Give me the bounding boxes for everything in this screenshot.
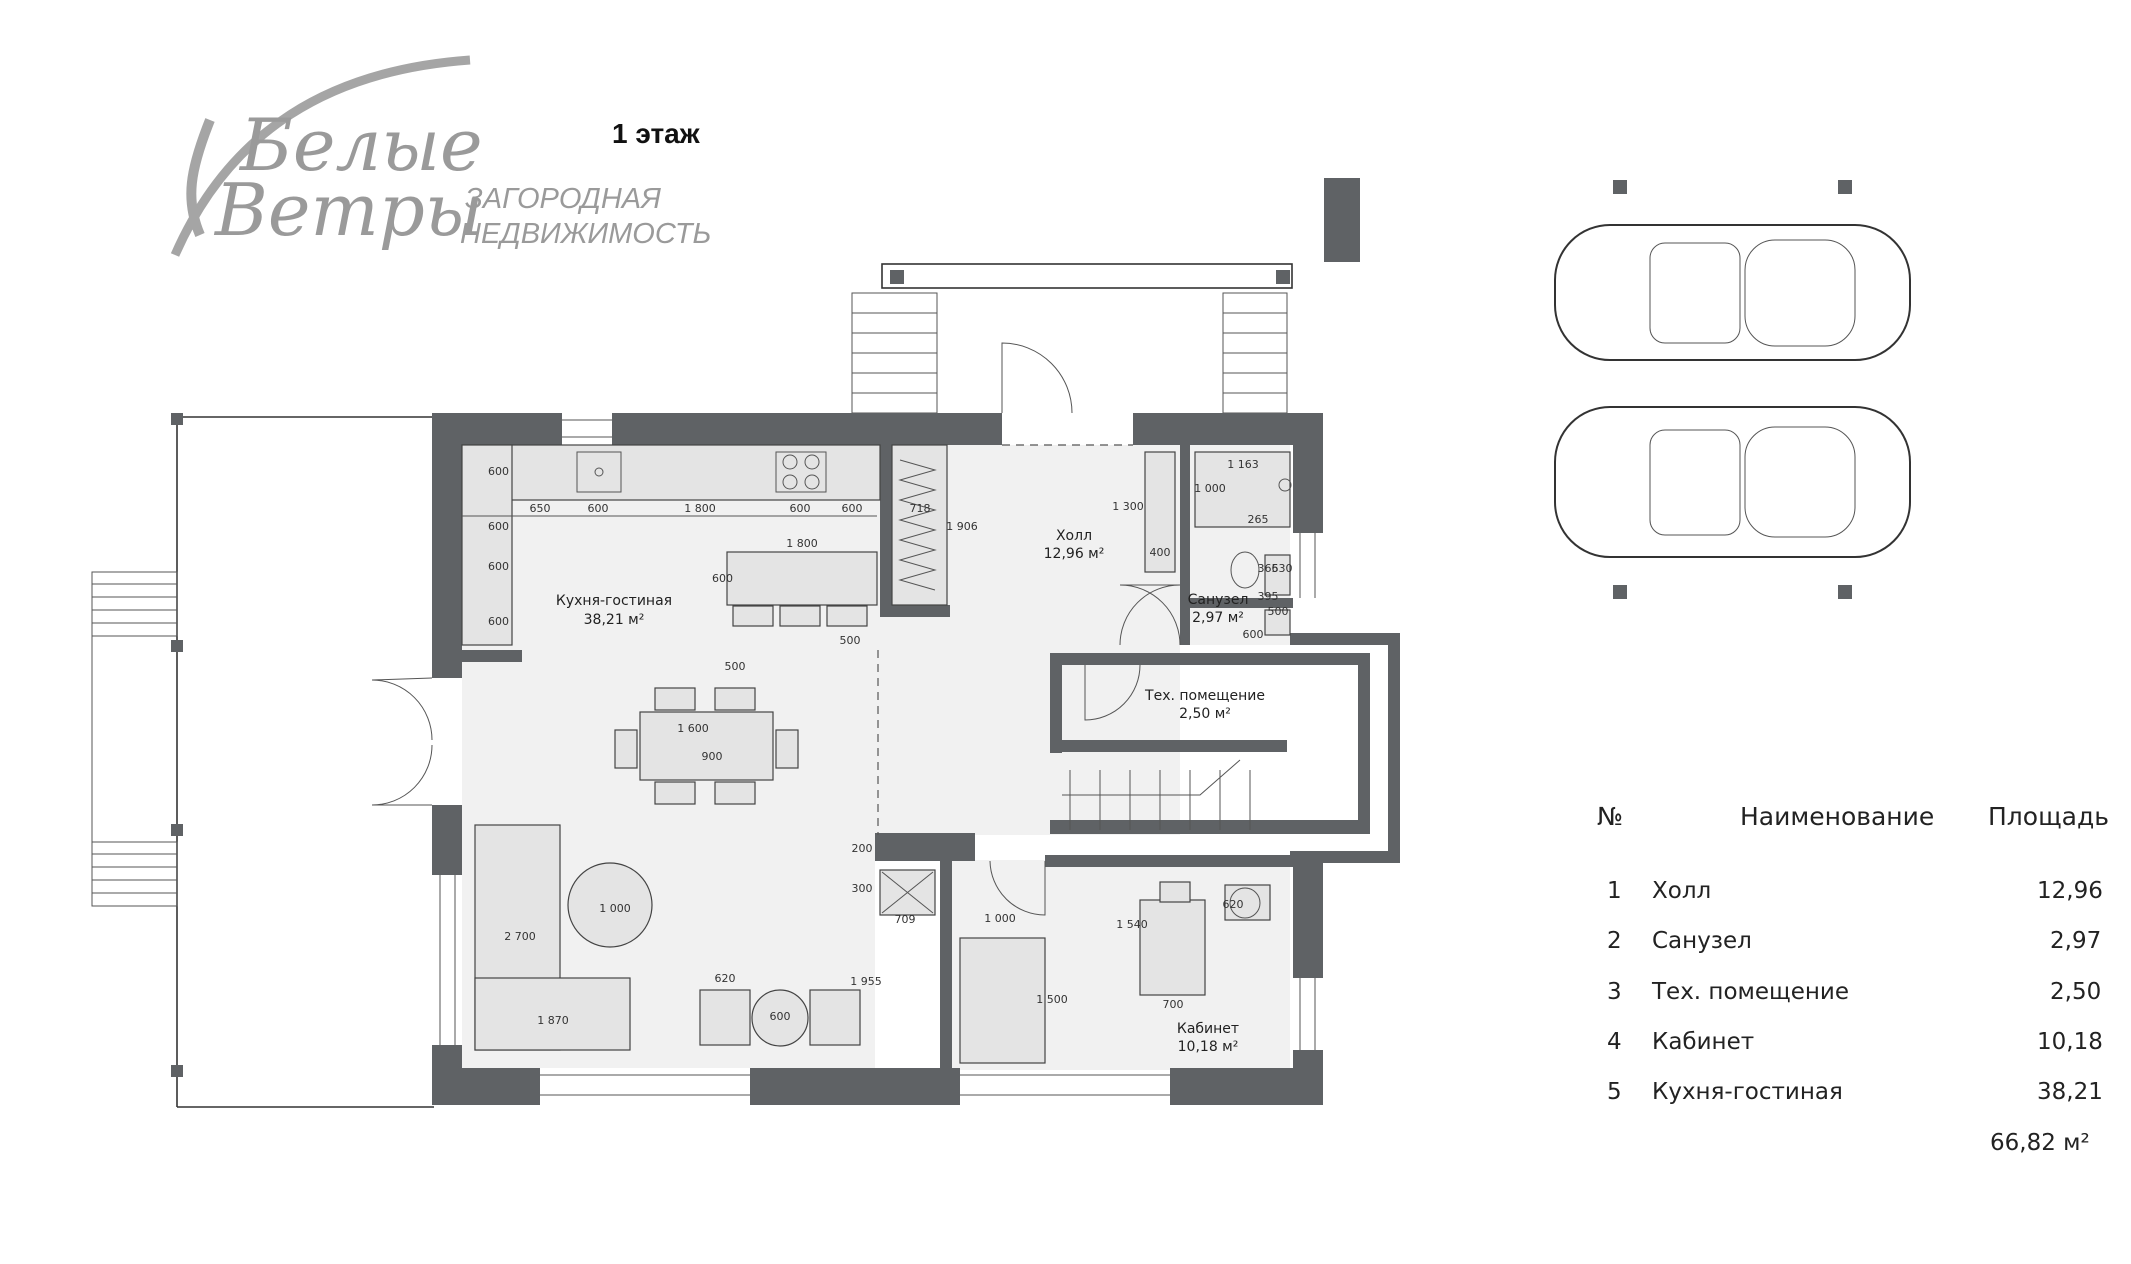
dim: 300 [852, 882, 873, 895]
dim: 1 163 [1227, 458, 1259, 471]
dim: 1 540 [1116, 918, 1148, 931]
dim: 630 [1272, 562, 1293, 575]
living-furniture [474, 824, 861, 1051]
dim: 1 800 [786, 537, 818, 550]
room-labels: Кухня-гостиная 38,21 м² Холл 12,96 м² Са… [556, 528, 1265, 1055]
room-area-bathroom: 2,97 м² [1192, 610, 1244, 626]
dim: 600 [588, 502, 609, 515]
dim: 500 [1268, 605, 1289, 618]
dim: 900 [702, 750, 723, 763]
dim: 200 [852, 842, 873, 855]
table-row-num: 1 [1607, 878, 1622, 904]
table-row-area: 10,18 [2037, 1029, 2103, 1055]
dim: 1 955 [850, 975, 882, 988]
dining-set [614, 687, 799, 805]
logo-script-line1: Белые [238, 103, 483, 187]
car-top-view [1554, 406, 1911, 558]
dim: 600 [770, 1010, 791, 1023]
room-name-bathroom: Санузел [1188, 592, 1249, 608]
logo-tagline-line2: НЕДВИЖИМОСТЬ [460, 218, 711, 250]
kitchen-furniture [461, 444, 881, 646]
terrace [91, 413, 434, 1108]
table-total: 66,82 м² [1990, 1130, 2090, 1156]
dim: 600 [488, 465, 509, 478]
dim: 265 [1248, 513, 1269, 526]
dim: 709 [895, 913, 916, 926]
dim: 500 [725, 660, 746, 673]
table-row-name: Санузел [1652, 928, 1752, 954]
dim: 718 [910, 502, 931, 515]
table-row-area: 2,97 [2050, 928, 2101, 954]
dim: 700 [1163, 998, 1184, 1011]
table-row-name: Кухня-гостиная [1652, 1079, 1843, 1105]
main-staircase [1062, 759, 1251, 830]
table-row-num: 5 [1607, 1079, 1622, 1105]
table-row-num: 2 [1607, 928, 1622, 954]
dim: 620 [1223, 898, 1244, 911]
dim: 1 300 [1112, 500, 1144, 513]
room-area-hall: 12,96 м² [1044, 546, 1105, 562]
hall-wardrobe [891, 444, 1181, 646]
entrance-porch [851, 178, 1360, 414]
room-name-office: Кабинет [1177, 1021, 1239, 1037]
table-row-name: Холл [1652, 878, 1711, 904]
dim: 2 700 [504, 930, 536, 943]
table-header-name: Наименование [1740, 802, 1934, 831]
dim: 600 [712, 572, 733, 585]
dim: 650 [530, 502, 551, 515]
parking-cars [1554, 180, 1911, 599]
dim: 395 [1258, 590, 1279, 603]
company-logo: Белые Ветры ЗАГОРОДНАЯ НЕДВИЖИМОСТЬ [170, 55, 711, 257]
dim: 1 000 [984, 912, 1016, 925]
room-name-tech: Тех. помещение [1144, 688, 1265, 704]
dim: 600 [488, 520, 509, 533]
dim: 1 800 [684, 502, 716, 515]
dim: 600 [488, 615, 509, 628]
dim: 365 [1258, 562, 1279, 575]
dim: 1 600 [677, 722, 709, 735]
storage-corridor [879, 869, 936, 916]
table-row-name: Тех. помещение [1651, 979, 1849, 1005]
windows [439, 419, 1316, 1096]
logo-script-line2: Ветры [213, 168, 484, 252]
dimension-labels: 650 600 1 800 600 600 600 600 600 600 1 … [462, 458, 1293, 1027]
dim: 1 500 [1036, 993, 1068, 1006]
dim: 600 [488, 560, 509, 573]
car-top-view [1554, 224, 1911, 361]
bathroom-fixtures [1194, 451, 1292, 636]
dim: 400 [1150, 546, 1171, 559]
doors [371, 342, 1181, 916]
table-row-name: Кабинет [1652, 1029, 1754, 1055]
dim: 1 906 [946, 520, 978, 533]
table-row-area: 12,96 [2037, 878, 2103, 904]
room-area-office: 10,18 м² [1178, 1039, 1239, 1055]
table-header-num: № [1597, 802, 1623, 831]
dim: 1 000 [1194, 482, 1226, 495]
table-row-num: 3 [1607, 979, 1622, 1005]
dim: 600 [1243, 628, 1264, 641]
room-area-table: № Наименование Площадь 1 Холл 12,96 2 Са… [1597, 802, 2109, 1156]
dim: 1 870 [537, 1014, 569, 1027]
room-area-kitchen: 38,21 м² [584, 612, 645, 628]
room-name-hall: Холл [1056, 528, 1092, 544]
dim: 500 [840, 634, 861, 647]
table-row-area: 2,50 [2050, 979, 2101, 1005]
table-row-area: 38,21 [2037, 1079, 2103, 1105]
table-row-num: 4 [1607, 1029, 1622, 1055]
walls [432, 413, 1400, 1105]
office-furniture [959, 881, 1271, 1064]
logo-tagline-line1: ЗАГОРОДНАЯ [465, 183, 661, 215]
dim: 1 000 [599, 902, 631, 915]
dim: 620 [715, 972, 736, 985]
floor-title: 1 этаж [612, 118, 701, 149]
dim: 600 [790, 502, 811, 515]
dim: 600 [842, 502, 863, 515]
table-header-area: Площадь [1988, 802, 2109, 831]
room-area-tech: 2,50 м² [1179, 706, 1231, 722]
room-name-kitchen: Кухня-гостиная [556, 593, 672, 609]
